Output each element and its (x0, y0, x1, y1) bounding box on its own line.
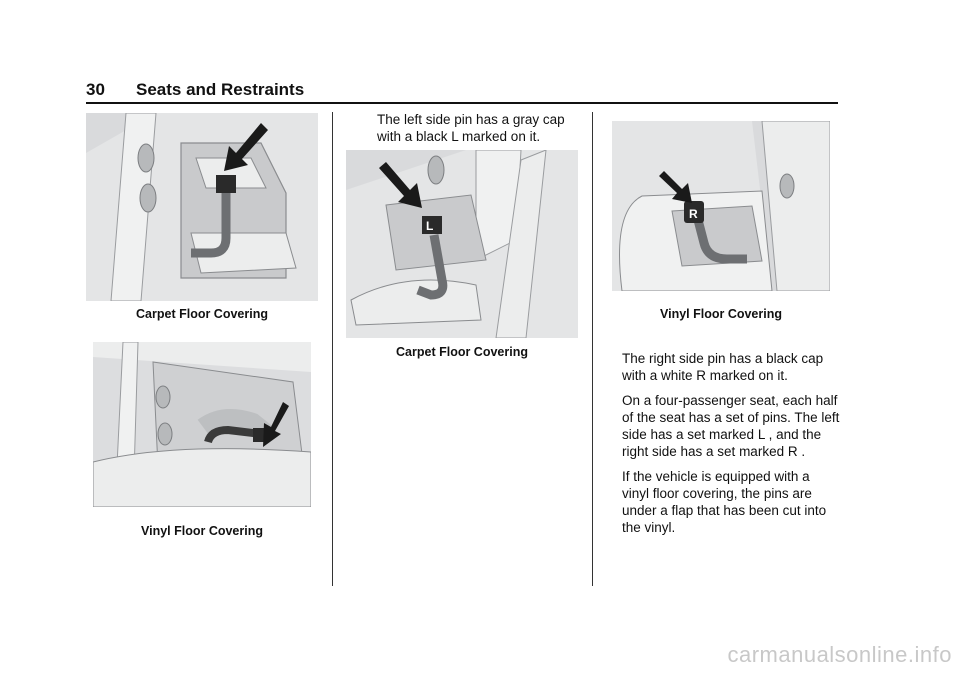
caption-carpet-floor-covering-2: Carpet Floor Covering (396, 345, 528, 359)
caption-carpet-floor-covering-1: Carpet Floor Covering (136, 307, 268, 321)
paragraph-right-pin: The right side pin has a black cap with … (622, 351, 824, 383)
column3-text: The right side pin has a black cap with … (622, 350, 840, 544)
illustration-vinyl-left (93, 342, 311, 507)
pin-letter-r: R (689, 207, 698, 221)
paragraph-vinyl-flap: If the vehicle is equipped with a vinyl … (622, 469, 827, 535)
caption-vinyl-floor-covering-2: Vinyl Floor Covering (659, 307, 782, 321)
column-divider-2 (592, 112, 593, 586)
column-divider-1 (332, 112, 333, 586)
illustration-carpet-left (86, 113, 318, 301)
page-number: 30 (86, 80, 105, 99)
paragraph-four-passenger: On a four-passenger seat, each half of t… (622, 393, 840, 459)
caption-vinyl-floor-covering-1: Vinyl Floor Covering (140, 524, 263, 538)
watermark: carmanualsonline.info (727, 642, 952, 667)
illustration-carpet-center: L (346, 150, 578, 338)
header-rule (86, 102, 838, 104)
section-title: Seats and Restraints (136, 80, 305, 99)
pin-letter-l: L (426, 219, 433, 233)
illustration-vinyl-right: R (612, 121, 830, 291)
paragraph-left-pin: The left side pin has a gray cap with a … (377, 112, 565, 144)
